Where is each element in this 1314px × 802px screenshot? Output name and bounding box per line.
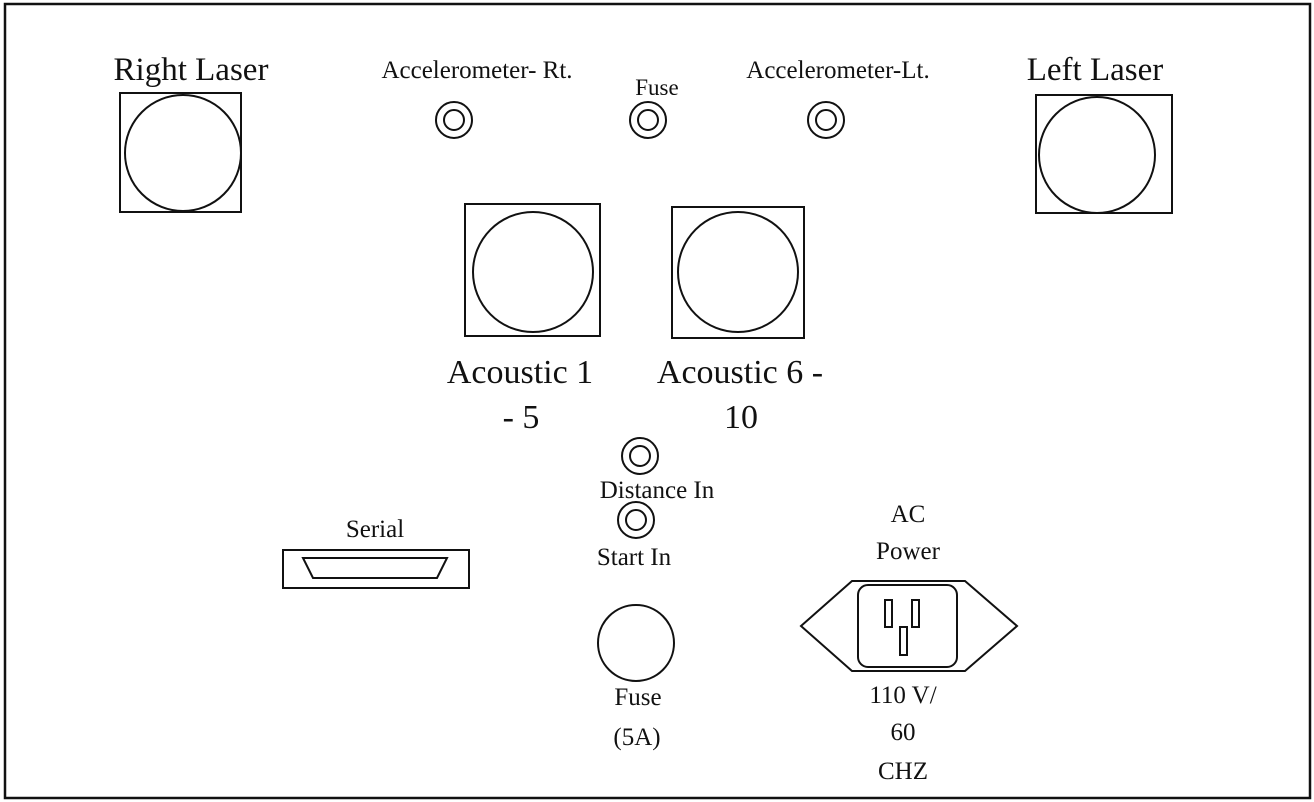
fuse-5a-holder [597,604,675,682]
distance-in-jack [621,437,659,475]
fuse-top-jack [629,101,667,139]
serial-connector [282,549,470,589]
right-laser-connector [119,92,242,213]
fuse-5a-label-line1: Fuse [614,684,661,711]
accelerometer-lt-label: Accelerometer-Lt. [746,57,929,84]
voltage-label-line2: 60 [891,719,916,746]
fuse-5a-label-line2: (5A) [613,724,660,751]
ac-power-label-line2: Power [876,538,941,565]
right-laser-label: Right Laser [114,52,269,88]
fuse-top-label: Fuse [635,75,678,100]
left-laser-label: Left Laser [1027,52,1164,88]
start-in-jack [617,501,655,539]
serial-label: Serial [346,516,404,543]
acoustic-6-10-label-line1: Acoustic 6 - [657,354,823,391]
ac-power-inlet [799,580,1019,672]
ac-power-label-line1: AC [891,501,926,528]
left-laser-connector [1035,94,1173,214]
acoustic-6-10-label-line2: 10 [724,399,758,436]
accelerometer-lt-jack [807,101,845,139]
acoustic-6-10-connector [671,206,805,339]
voltage-label-line3: CHZ [878,758,928,785]
acoustic-1-5-label-line2: - 5 [503,399,540,436]
panel-border [3,2,1312,800]
acoustic-1-5-label-line1: Acoustic 1 [447,354,593,391]
voltage-label-line1: 110 V/ [869,682,936,709]
accelerometer-rt-jack [435,101,473,139]
distance-in-label: Distance In [600,477,715,504]
accelerometer-rt-label: Accelerometer- Rt. [381,57,572,84]
start-in-label: Start In [597,544,672,571]
acoustic-1-5-connector [464,203,601,337]
